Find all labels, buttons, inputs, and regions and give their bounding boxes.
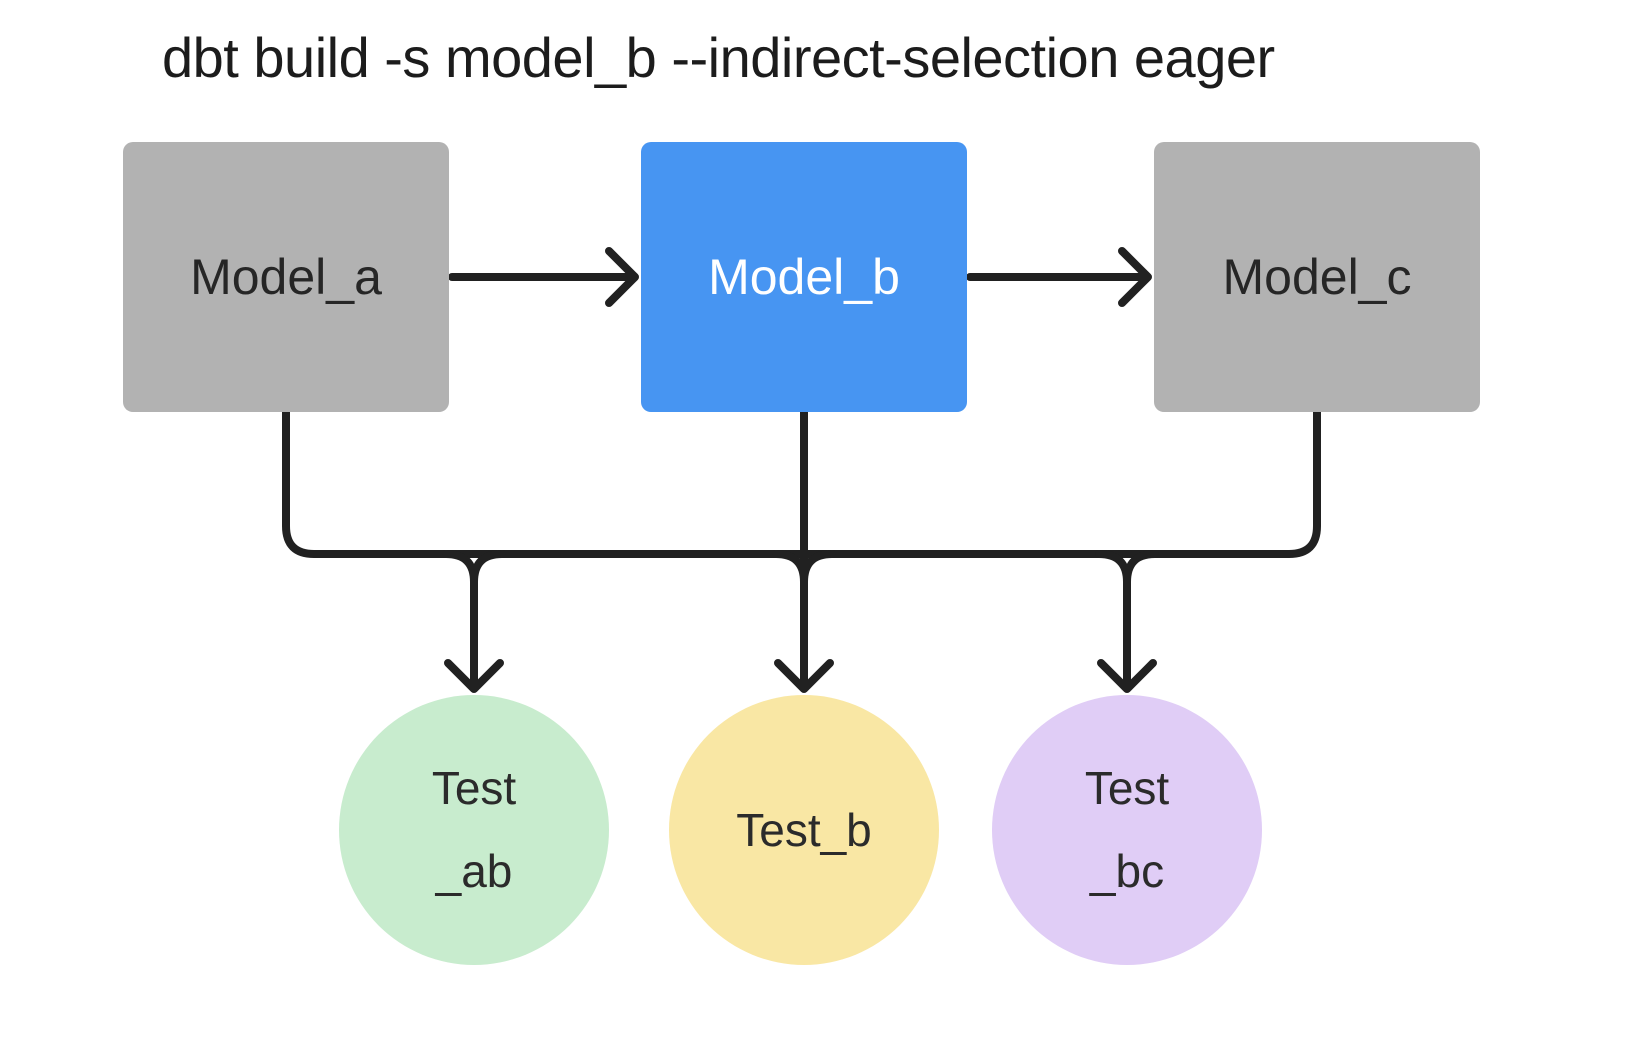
node-test-ab-label-line1: Test: [431, 762, 517, 815]
node-test-bc: Test _bc: [992, 695, 1262, 965]
arrow-model-b-to-test-b: [772, 408, 836, 693]
node-model-b: Model_b: [641, 142, 967, 412]
arrow-bus-to-test-ab: [442, 550, 506, 693]
node-test-ab: Test _ab: [339, 695, 609, 965]
arrow-model-a-to-model-b: [448, 247, 639, 307]
diagram-title: dbt build -s model_b --indirect-selectio…: [162, 26, 1275, 89]
node-test-bc-label-line2: _bc: [1089, 845, 1165, 897]
node-model-b-label: Model_b: [708, 249, 900, 305]
arrow-model-b-to-model-c: [966, 247, 1152, 307]
node-test-bc-label-line1: Test: [1084, 762, 1170, 815]
node-test-b-label-line1: Test_b: [736, 803, 872, 856]
node-model-a: Model_a: [123, 142, 449, 412]
node-model-a-label: Model_a: [190, 249, 382, 305]
node-model-c: Model_c: [1154, 142, 1480, 412]
node-test-ab-label-line2: _ab: [435, 845, 513, 897]
node-test-b: Test_b: [669, 695, 939, 965]
node-model-c-label: Model_c: [1222, 249, 1412, 305]
arrow-bus-to-test-bc: [1095, 550, 1159, 693]
